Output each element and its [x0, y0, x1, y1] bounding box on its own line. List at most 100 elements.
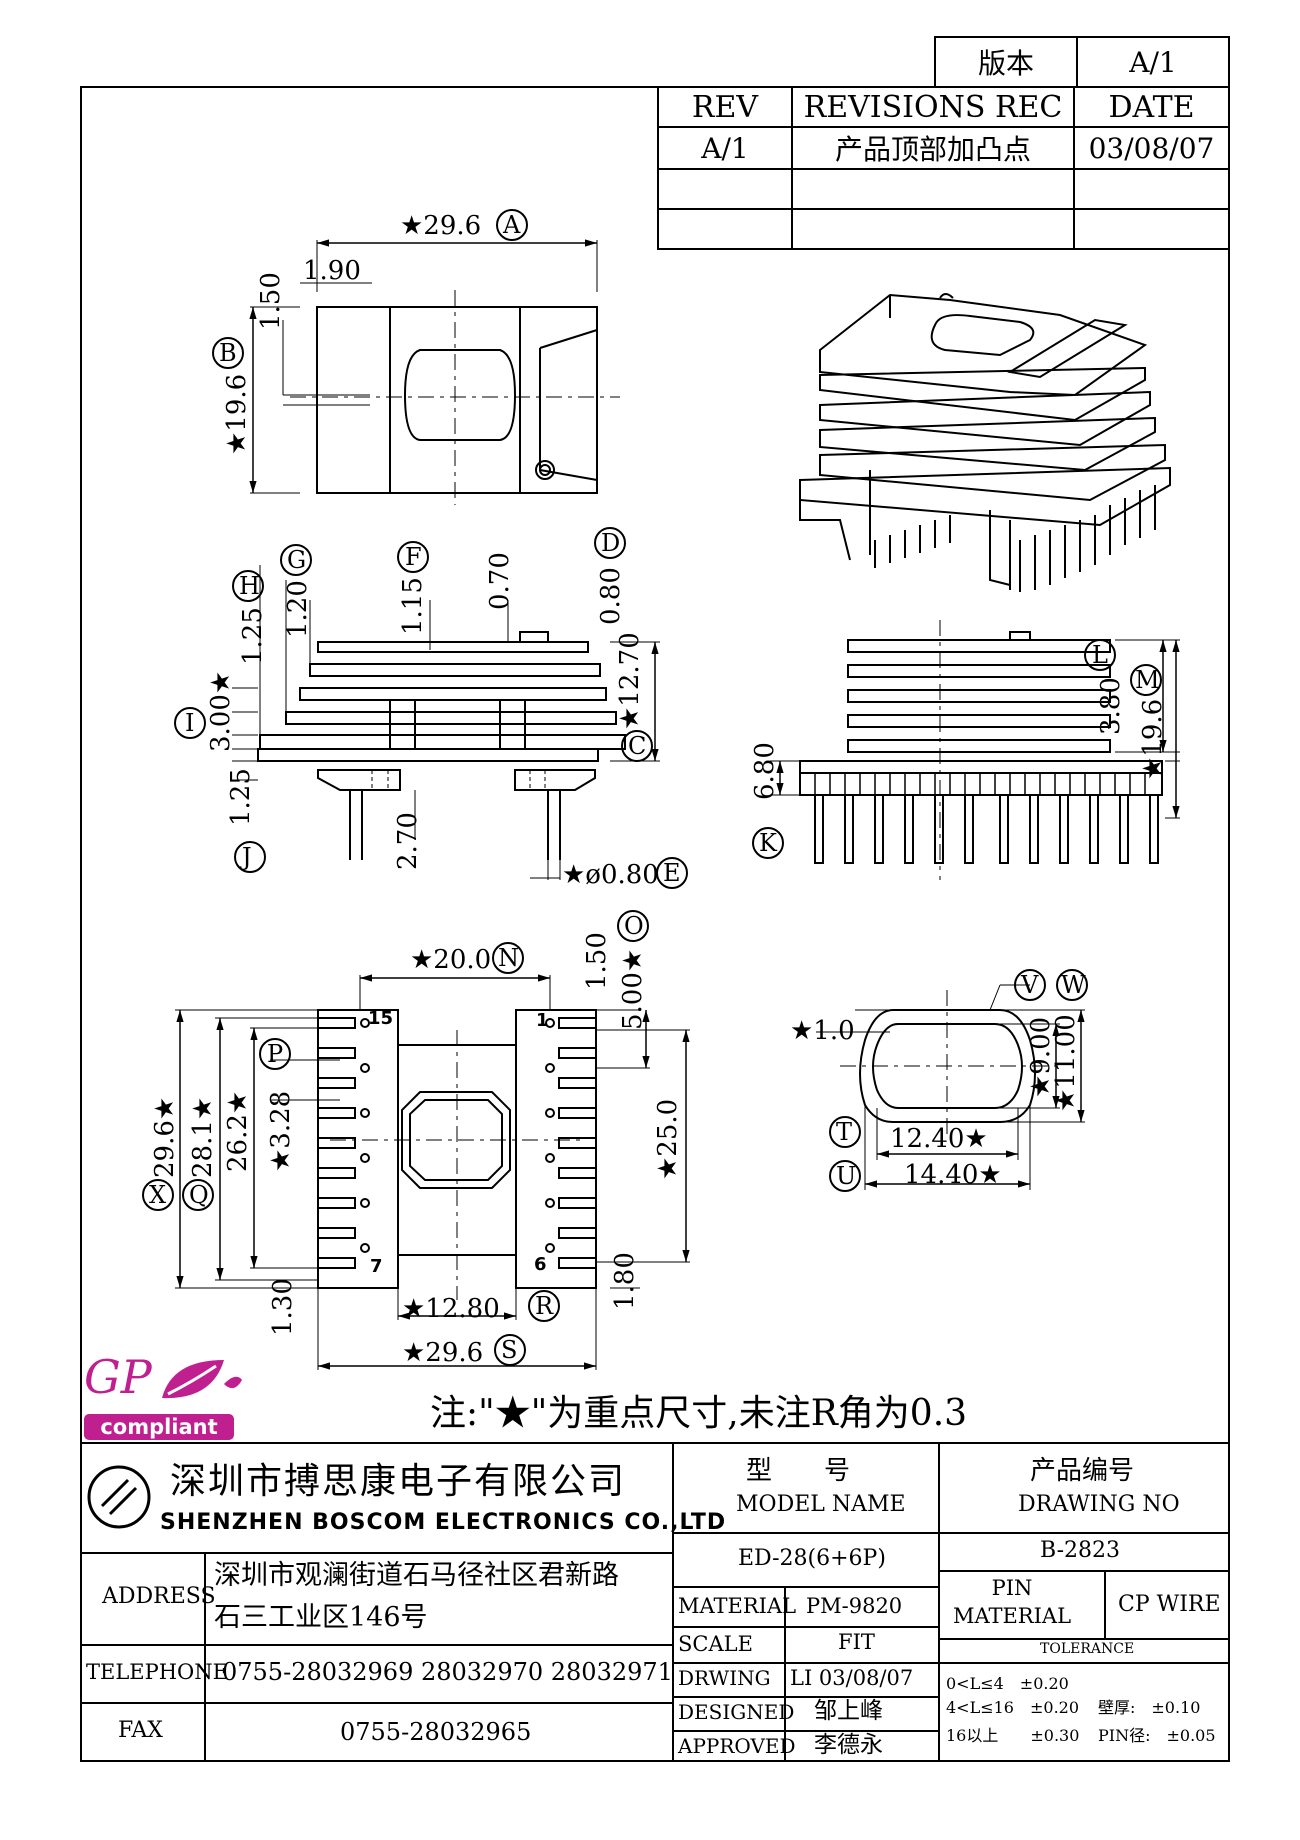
version-label: 版本: [934, 36, 1078, 88]
rev-row-date: 03/08/07: [1073, 126, 1230, 170]
balloon-X: X: [149, 1181, 167, 1209]
side-view: [770, 620, 1180, 880]
dim-O150: 1.50: [582, 932, 612, 990]
rev-row-rec: 产品顶部加凸点: [791, 126, 1075, 170]
dim-E: ★ø0.80: [562, 860, 659, 890]
bottom-view: [175, 974, 690, 1370]
address-line1: 深圳市观澜街道石马径社区君新路: [214, 1560, 619, 1591]
dim-D: 0.80: [596, 567, 626, 625]
company-logo-icon: [87, 1465, 151, 1529]
dim-F: 1.15: [398, 577, 428, 635]
dim-J: 1.25: [226, 768, 256, 826]
balloon-T: T: [836, 1118, 853, 1146]
pin-dia-tolerance: PIN径: ±0.05: [1098, 1726, 1216, 1745]
rev-header-rev: REV: [657, 86, 793, 128]
dim-S: ★29.6: [402, 1338, 484, 1368]
dim-Q: 28.1★: [188, 1096, 218, 1178]
balloons: [142, 209, 1162, 1366]
dim-X: 29.6★: [150, 1096, 180, 1178]
balloon-B: B: [219, 339, 237, 367]
pin-7: 7: [370, 1256, 383, 1277]
drawing-no-value: B-2823: [1040, 1538, 1120, 1563]
dim-W1100: ★11.00: [1051, 1014, 1081, 1112]
balloon-N: N: [498, 944, 519, 972]
title-block: [80, 1442, 1230, 1764]
tolerance-line3: 16以上 ±0.30: [946, 1726, 1080, 1745]
isometric-view: [799, 293, 1171, 592]
pin-material-value: CP WIRE: [1118, 1592, 1221, 1617]
address-line2: 石三工业区146号: [214, 1602, 428, 1633]
revisions-table: REV REVISIONS REC DATE A/1 产品顶部加凸点 03/08…: [657, 86, 1230, 250]
model-label-en: MODEL NAME: [736, 1492, 906, 1517]
fax-label: FAX: [118, 1718, 163, 1743]
leaf-icon: [162, 1360, 242, 1399]
balloon-V: V: [1021, 971, 1039, 999]
top-view: [249, 239, 620, 505]
company-name-cn: 深圳市搏思康电子有限公司: [170, 1461, 627, 1502]
dim-I: 3.00★: [206, 670, 236, 752]
dim-B: ★19.6: [222, 373, 252, 455]
balloon-M: M: [1135, 666, 1160, 694]
drawing-note: 注:"★"为重点尺寸,未注R角为0.3: [430, 1393, 968, 1434]
drawing-frame: [80, 86, 1230, 1762]
balloon-Q: Q: [189, 1181, 209, 1209]
dim-G: 1.20: [283, 580, 313, 638]
material-label: MATERIAL: [678, 1594, 797, 1618]
dim-A: ★29.6: [400, 211, 482, 241]
dim-070: 0.70: [485, 552, 515, 610]
dim-150: 1.50: [256, 272, 286, 330]
scale-label: SCALE: [678, 1632, 753, 1656]
dim-T: 12.40★: [890, 1124, 988, 1154]
company-name-en: SHENZHEN BOSCOM ELECTRONICS CO.,LTD: [160, 1510, 727, 1535]
dim-V1: ★1.0: [790, 1016, 855, 1046]
front-view: [232, 565, 660, 880]
approved-label: APPROVED: [678, 1734, 796, 1758]
gp-logo-sub: compliant: [84, 1414, 234, 1440]
technical-drawing: [142, 209, 1180, 1370]
pin-1: 1: [536, 1010, 549, 1031]
dim-262: 26.2★: [223, 1090, 253, 1172]
dim-250: ★25.0: [653, 1098, 683, 1180]
dim-190: 1.90: [303, 256, 361, 286]
telephone-value: 0755-28032969 28032970 28032971: [222, 1658, 673, 1686]
balloon-G: G: [287, 546, 307, 574]
balloon-W: W: [1061, 971, 1086, 999]
dim-P: ★3.28: [266, 1090, 296, 1172]
approved-value: 李德永: [814, 1732, 883, 1758]
dim-K: 6.80: [750, 742, 780, 800]
dim-C: ★12.70: [615, 632, 645, 730]
drawing-no-label-en: DRAWING NO: [1018, 1492, 1180, 1517]
model-value: ED-28(6+6P): [738, 1546, 886, 1571]
core-section: [816, 984, 1085, 1190]
address-label: ADDRESS: [102, 1584, 216, 1609]
pin-6: 6: [534, 1254, 547, 1275]
balloon-H: H: [239, 572, 260, 600]
balloon-I: I: [185, 709, 195, 737]
fax-value: 0755-28032965: [340, 1718, 532, 1746]
model-label-cn: 型 号: [746, 1456, 851, 1486]
balloon-L: L: [1092, 641, 1108, 669]
balloon-U: U: [836, 1162, 857, 1190]
balloon-A: A: [503, 211, 521, 239]
dim-270: 2.70: [393, 812, 423, 870]
balloon-K: K: [759, 829, 777, 857]
drawing-no-label-cn: 产品编号: [1030, 1456, 1135, 1486]
rev-header-date: DATE: [1073, 86, 1230, 128]
telephone-label: TELEPHONE: [86, 1660, 228, 1684]
dim-R: ★12.80: [402, 1294, 500, 1324]
dim-180: 1.80: [610, 1252, 640, 1310]
dim-H: 1.25: [238, 607, 268, 665]
balloon-C: C: [628, 732, 647, 760]
dim-M: ★19.6: [1138, 698, 1168, 780]
tolerance-label: TOLERANCE: [1040, 1641, 1135, 1657]
balloon-P: P: [267, 1040, 284, 1068]
pin-15: 15: [368, 1008, 394, 1029]
version-value: A/1: [1076, 36, 1230, 88]
dim-N: ★20.0: [410, 945, 492, 975]
dim-U: 14.40★: [904, 1160, 1002, 1190]
designed-label: DESIGNED: [678, 1700, 795, 1724]
rev-header-rec: REVISIONS REC: [791, 86, 1075, 128]
tolerance-line2: 4<L≤16 ±0.20: [946, 1698, 1080, 1717]
balloon-R: R: [535, 1292, 554, 1320]
dim-130: 1.30: [268, 1278, 298, 1336]
